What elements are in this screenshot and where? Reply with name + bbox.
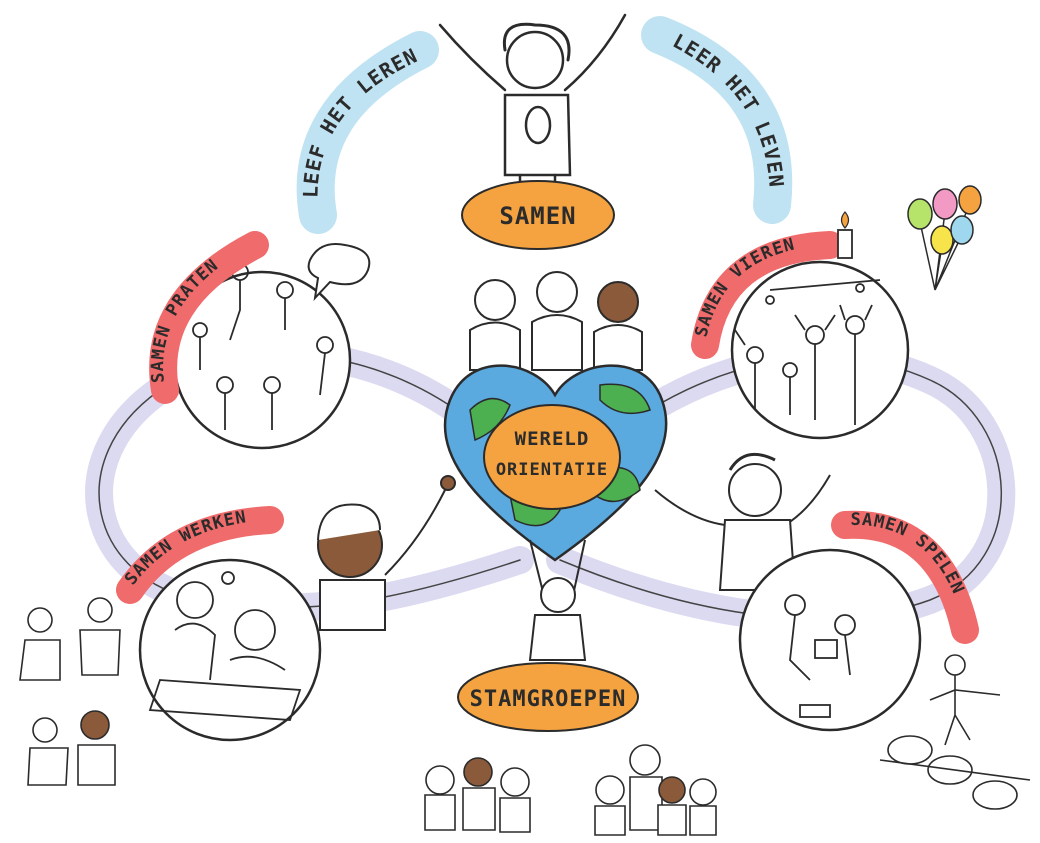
samen-praten-circle — [172, 243, 371, 450]
arc-leer-het-leven: LEER HET LEVEN — [641, 16, 793, 224]
kids-trio-figure — [469, 271, 643, 371]
center-label-line1: WERELD — [515, 428, 590, 450]
speech-bubble-icon — [307, 243, 371, 302]
stamgroepen-label: STAMGROEPEN — [470, 687, 627, 712]
stamgroepen-pill: STAMGROEPEN — [457, 662, 639, 732]
bottom-group-right-sketch — [594, 744, 717, 836]
samen-label: SAMEN — [499, 202, 576, 230]
center-label-line2: ORIENTATIE — [496, 460, 608, 480]
heart-globe: WERELD ORIENTATIE — [443, 364, 668, 562]
reading-kids-sketch — [19, 597, 121, 786]
samen-spelen-circle — [738, 548, 922, 732]
balloons-icon — [907, 185, 982, 291]
arc-leef-het-leren: LEEF HET LEREN — [296, 31, 439, 234]
raised-hand-child-figure — [317, 475, 456, 631]
child-holding-globe-figure — [528, 539, 587, 661]
top-child-figure — [438, 13, 627, 207]
hopscotch-child-sketch — [879, 654, 1031, 810]
samen-pill: SAMEN — [461, 180, 615, 250]
samen-vieren-circle — [730, 260, 910, 440]
candle-icon — [837, 211, 853, 259]
bottom-group-left-sketch — [424, 757, 531, 833]
samen-werken-circle — [138, 558, 322, 742]
lightbulb-icon — [221, 571, 235, 585]
